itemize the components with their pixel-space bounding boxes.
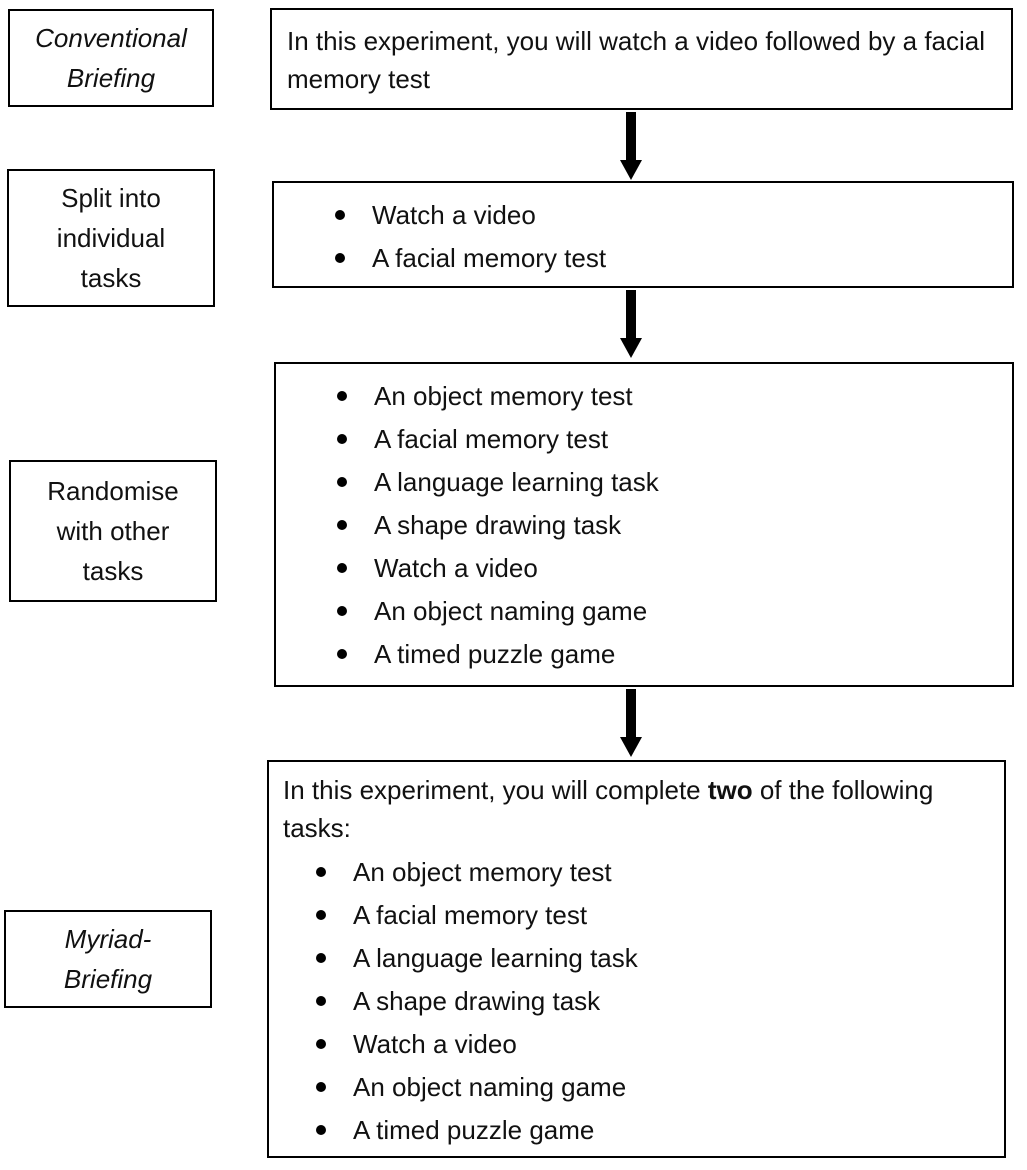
split-into-individual-tasks-label: Split into individual tasks bbox=[56, 183, 166, 293]
task-item: A shape drawing task bbox=[276, 504, 1012, 547]
arrow-down-icon bbox=[620, 689, 642, 757]
step1-text: In this experiment, you will watch a vid… bbox=[287, 26, 986, 94]
step2-box: Watch a video A facial memory test bbox=[272, 181, 1014, 288]
step3-box: An object memory test A facial memory te… bbox=[274, 362, 1014, 687]
task-item: A timed puzzle game bbox=[269, 1109, 1004, 1152]
step2-task-list: Watch a video A facial memory test bbox=[274, 183, 1012, 280]
arrow-down-icon bbox=[620, 112, 642, 180]
task-item: Watch a video bbox=[269, 1023, 1004, 1066]
task-item: Watch a video bbox=[276, 547, 1012, 590]
step4-intro-text: In this experiment, you will complete tw… bbox=[269, 762, 1004, 847]
label-box-myriad-briefing: Myriad- Briefing bbox=[4, 910, 212, 1008]
label-box-conventional-briefing: Conventional Briefing bbox=[8, 9, 214, 107]
task-item: A facial memory test bbox=[269, 894, 1004, 937]
conventional-briefing-label: Conventional Briefing bbox=[35, 23, 187, 93]
randomise-with-other-tasks-label: Randomise with other tasks bbox=[47, 476, 179, 586]
label-box-split-into-individual-tasks: Split into individual tasks bbox=[7, 169, 215, 307]
step4-intro-after: of the following tasks: bbox=[283, 775, 934, 843]
label-box-randomise-with-other-tasks: Randomise with other tasks bbox=[9, 460, 217, 602]
step4-task-list: An object memory test A facial memory te… bbox=[269, 851, 1004, 1152]
step4-intro-bold: two bbox=[707, 775, 753, 805]
step4-box: In this experiment, you will complete tw… bbox=[267, 760, 1006, 1158]
task-item: An object memory test bbox=[269, 851, 1004, 894]
task-item: An object naming game bbox=[276, 590, 1012, 633]
step3-task-list: An object memory test A facial memory te… bbox=[276, 364, 1012, 676]
task-item: Watch a video bbox=[274, 194, 1012, 237]
task-item: An object memory test bbox=[276, 375, 1012, 418]
task-item: A facial memory test bbox=[276, 418, 1012, 461]
task-item: A facial memory test bbox=[274, 237, 1012, 280]
task-item: A language learning task bbox=[276, 461, 1012, 504]
arrow-down-icon bbox=[620, 290, 642, 358]
step1-box: In this experiment, you will watch a vid… bbox=[270, 8, 1013, 110]
task-item: An object naming game bbox=[269, 1066, 1004, 1109]
task-item: A language learning task bbox=[269, 937, 1004, 980]
task-item: A shape drawing task bbox=[269, 980, 1004, 1023]
myriad-briefing-label: Myriad- Briefing bbox=[63, 924, 153, 994]
task-item: A timed puzzle game bbox=[276, 633, 1012, 676]
step4-intro-before: In this experiment, you will complete bbox=[283, 775, 708, 805]
